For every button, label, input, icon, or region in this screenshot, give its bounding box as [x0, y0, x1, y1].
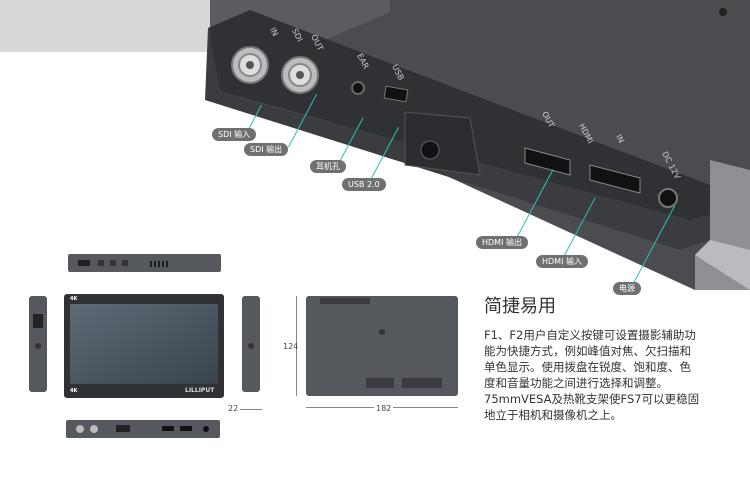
feature-line: 75mmVESA及热靴支架使FS7可以更稳固	[484, 392, 700, 406]
sdi-out-bnc-icon	[281, 56, 319, 94]
callout-power: 电源	[613, 282, 641, 295]
port-panel	[208, 10, 710, 220]
callout-usb: USB 2.0	[342, 178, 386, 191]
height-dim-line	[296, 296, 297, 396]
screw-icon	[719, 8, 727, 16]
feature-line: F1、F2用户自定义按键可设置摄影辅助功	[484, 328, 696, 342]
callout-hdmi-out: HDMI 输出	[476, 236, 528, 249]
device-rear-closeup	[205, 0, 750, 290]
feature-description: F1、F2用户自定义按键可设置摄影辅助功 能为快捷方式，例如峰值对焦、欠扫描和 …	[484, 327, 724, 423]
earphone-jack-icon	[351, 81, 365, 95]
callout-hdmi-in: HDMI 输入	[536, 255, 588, 268]
feature-line: 单色显示。使用拨盘在锐度、饱和度、色	[484, 360, 691, 374]
chassis-corner-highlight	[695, 240, 750, 290]
device-top-view	[68, 254, 221, 272]
feature-line: 地立于相机和摄像机之上。	[484, 408, 622, 422]
device-right-side-view	[242, 296, 260, 392]
callout-sdi-out: SDI 输出	[244, 143, 289, 156]
front-badge-top: 4K	[70, 296, 78, 302]
device-rear-view	[306, 296, 458, 396]
usb-port-icon	[383, 85, 409, 103]
width-dim-label: 182	[374, 404, 394, 413]
hdmi-in-port-icon	[589, 164, 641, 194]
hdmi-out-port-icon	[524, 147, 571, 176]
feature-line: 能为快捷方式，例如峰值对焦、欠扫描和	[484, 344, 691, 358]
port-panel-lip	[205, 28, 710, 250]
sdi-in-bnc-icon	[231, 46, 269, 84]
callout-ear: 耳机孔	[310, 160, 346, 173]
callout-sdi-in: SDI 输入	[212, 128, 257, 141]
mount-block	[404, 111, 481, 176]
dc-power-jack-icon	[658, 188, 678, 208]
height-dim-label: 124	[283, 342, 299, 351]
front-brand: LILLIPUT	[185, 387, 215, 394]
mount-hole-icon	[420, 140, 440, 160]
depth-dim-label: 22	[228, 404, 239, 413]
feature-line: 度和音量功能之间进行选择和调整。	[484, 376, 668, 390]
device-bottom-view	[66, 420, 220, 438]
front-badge-bottom: 4K	[70, 388, 78, 394]
feature-title: 简捷易用	[484, 296, 556, 317]
depth-dim-line	[240, 409, 262, 410]
device-left-side-view	[29, 296, 47, 392]
device-front-view	[64, 294, 224, 398]
